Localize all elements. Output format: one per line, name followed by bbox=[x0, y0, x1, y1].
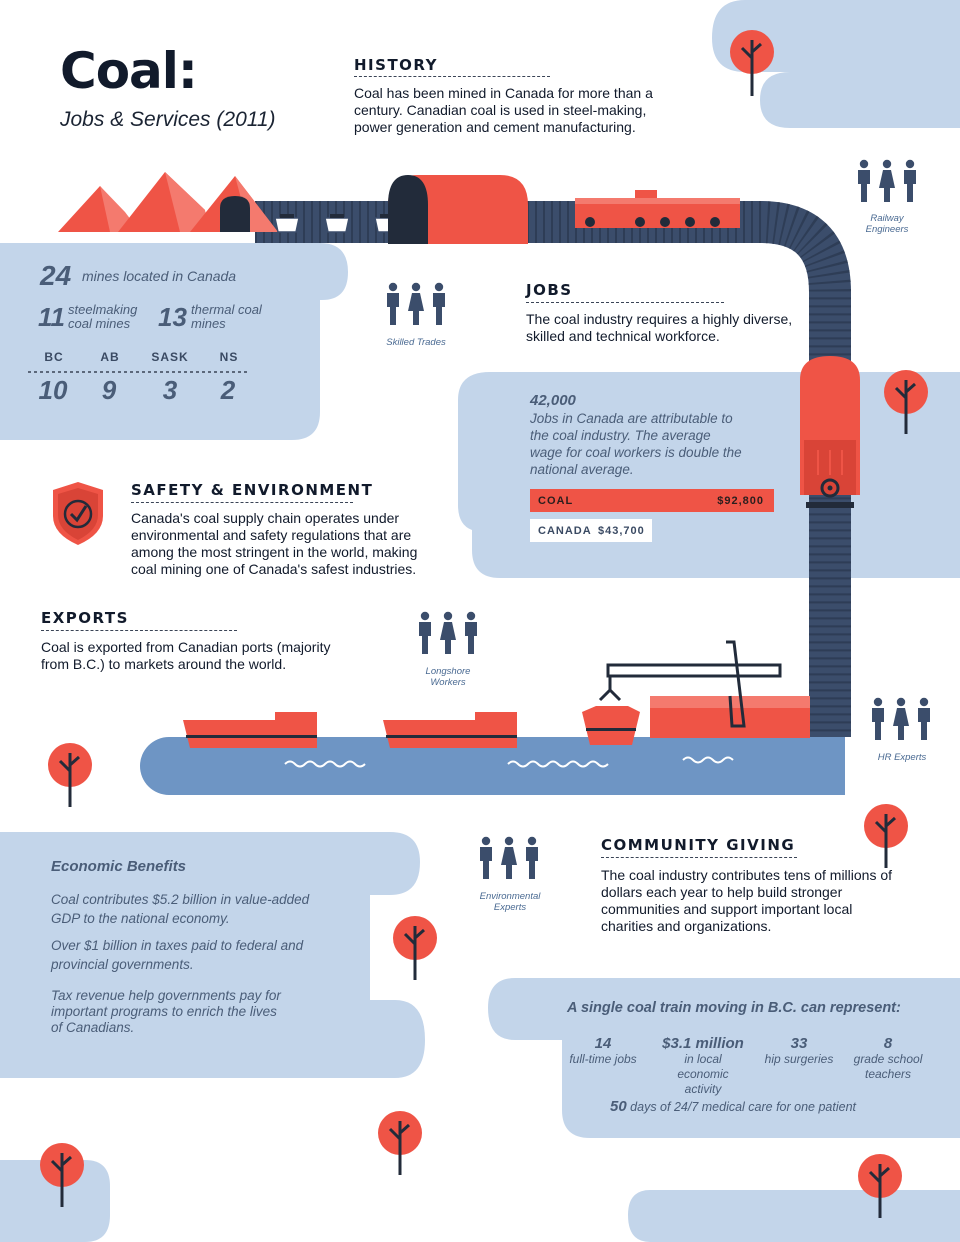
cloud-top-right bbox=[712, 0, 960, 128]
train-stat-jobs-value: 14 bbox=[594, 1035, 612, 1052]
province-ab: AB bbox=[100, 350, 120, 364]
community-heading: COMMUNITY GIVING bbox=[601, 836, 796, 854]
coal-wage-value: $92,800 bbox=[717, 495, 764, 507]
train-stat-jobs-label: full-time jobs bbox=[569, 1052, 637, 1066]
economic-heading: Economic Benefits bbox=[51, 858, 187, 875]
history-heading: HISTORY bbox=[354, 56, 439, 74]
mines-total-label: mines located in Canada bbox=[82, 268, 237, 284]
train-horizontal bbox=[575, 190, 740, 228]
railway-workers-icon bbox=[858, 160, 916, 202]
community-text: The coal industry contributes tens of mi… bbox=[601, 867, 893, 934]
cloud-economic bbox=[0, 832, 425, 1078]
mountains bbox=[58, 172, 278, 232]
province-bc-value: 10 bbox=[38, 375, 68, 405]
jobs-rule bbox=[526, 302, 724, 303]
province-sask-value: 3 bbox=[162, 375, 178, 405]
environmental-experts-icon bbox=[480, 837, 538, 879]
train-stat-surgeries-value: 33 bbox=[790, 1035, 808, 1052]
coal-wage-bar bbox=[530, 489, 774, 512]
jobs-text: The coal industry requires a highly dive… bbox=[526, 311, 793, 344]
exports-heading: EXPORTS bbox=[41, 609, 129, 627]
economic-taxes: Over $1 billion in taxes paid to federal… bbox=[51, 938, 304, 972]
province-ns-value: 2 bbox=[220, 375, 236, 405]
train-stat-economic-label: in local economic activity bbox=[677, 1052, 729, 1096]
province-ab-value: 9 bbox=[101, 375, 117, 405]
steel-mines-count: 11 bbox=[38, 302, 65, 332]
longshore-workers-label: Longshore Workers bbox=[425, 666, 471, 688]
cloud-bottom-right bbox=[628, 1190, 960, 1242]
province-sask: SASK bbox=[151, 350, 189, 364]
page-subtitle: Jobs & Services (2011) bbox=[60, 108, 276, 131]
steel-mines-label: steelmaking coal mines bbox=[68, 302, 138, 331]
tunnel bbox=[388, 175, 528, 244]
train-stat-jobs: 14 full-time jobs bbox=[562, 1035, 644, 1067]
province-bc: BC bbox=[44, 350, 64, 364]
mines-total: 24 bbox=[40, 260, 72, 291]
skilled-trades-icon bbox=[387, 283, 445, 325]
thermal-mines-label: thermal coal mines bbox=[191, 302, 262, 331]
hr-experts-label: HR Experts bbox=[877, 752, 927, 763]
train-stat-surgeries: 33 hip surgeries bbox=[760, 1035, 838, 1067]
history-rule bbox=[354, 76, 550, 77]
train-stat-teachers: 8 grade school teachers bbox=[848, 1035, 928, 1082]
train-stat-medical: 50 days of 24/7 medical care for one pat… bbox=[610, 1098, 856, 1115]
safety-rule bbox=[131, 502, 353, 503]
crane-and-port bbox=[598, 640, 810, 738]
thermal-mines-count: 13 bbox=[158, 302, 187, 332]
cloud-bottom-left bbox=[0, 1160, 110, 1242]
train-heading: A single coal train moving in B.C. can r… bbox=[567, 1000, 901, 1016]
train-stat-surgeries-label: hip surgeries bbox=[764, 1052, 834, 1066]
history-text: Coal has been mined in Canada for more t… bbox=[354, 85, 653, 135]
economic-tax-revenue: Tax revenue help governments pay for imp… bbox=[51, 988, 281, 1035]
railway-engineers-label: Railway Engineers bbox=[865, 213, 909, 235]
tree-icons bbox=[40, 30, 928, 1218]
cloud-mines bbox=[0, 243, 348, 440]
ships bbox=[183, 706, 640, 748]
safety-heading: SAFETY & ENVIRONMENT bbox=[131, 481, 374, 499]
skilled-trades-label: Skilled Trades bbox=[386, 337, 446, 348]
cloud-train bbox=[488, 978, 960, 1138]
hr-experts-icon bbox=[872, 698, 930, 740]
canada-wage-label: CANADA bbox=[538, 525, 592, 537]
jobs-heading: JOBS bbox=[526, 281, 573, 299]
train-stat-medical-value: 50 bbox=[610, 1098, 627, 1115]
train-vertical bbox=[800, 356, 860, 508]
canada-wage-value: $43,700 bbox=[598, 525, 645, 537]
coal-wage-label: COAL bbox=[538, 495, 574, 507]
safety-text: Canada's coal supply chain operates unde… bbox=[131, 510, 418, 577]
train-stat-medical-label: days of 24/7 medical care for one patien… bbox=[630, 1100, 857, 1114]
canada-wage-bar bbox=[530, 519, 652, 542]
shield-icon bbox=[53, 482, 103, 545]
longshore-workers-icon bbox=[419, 612, 477, 654]
train-stat-economic: $3.1 million in local economic activity bbox=[650, 1035, 756, 1097]
train-stat-teachers-label: grade school teachers bbox=[853, 1052, 923, 1081]
jobs-detail: Jobs in Canada are attributable to the c… bbox=[530, 411, 742, 477]
environmental-experts-label: Environmental Experts bbox=[479, 891, 541, 913]
economic-gdp: Coal contributes $5.2 billion in value-a… bbox=[51, 892, 310, 926]
exports-text: Coal is exported from Canadian ports (ma… bbox=[41, 639, 331, 672]
community-rule bbox=[601, 857, 797, 858]
mine-carts bbox=[274, 217, 400, 233]
train-stat-teachers-value: 8 bbox=[883, 1035, 893, 1052]
train-stat-economic-value: $3.1 million bbox=[662, 1035, 744, 1052]
province-ns: NS bbox=[219, 350, 239, 364]
jobs-count: 42,000 bbox=[530, 392, 576, 409]
page-title: Coal: bbox=[60, 42, 198, 100]
exports-rule bbox=[41, 630, 237, 631]
